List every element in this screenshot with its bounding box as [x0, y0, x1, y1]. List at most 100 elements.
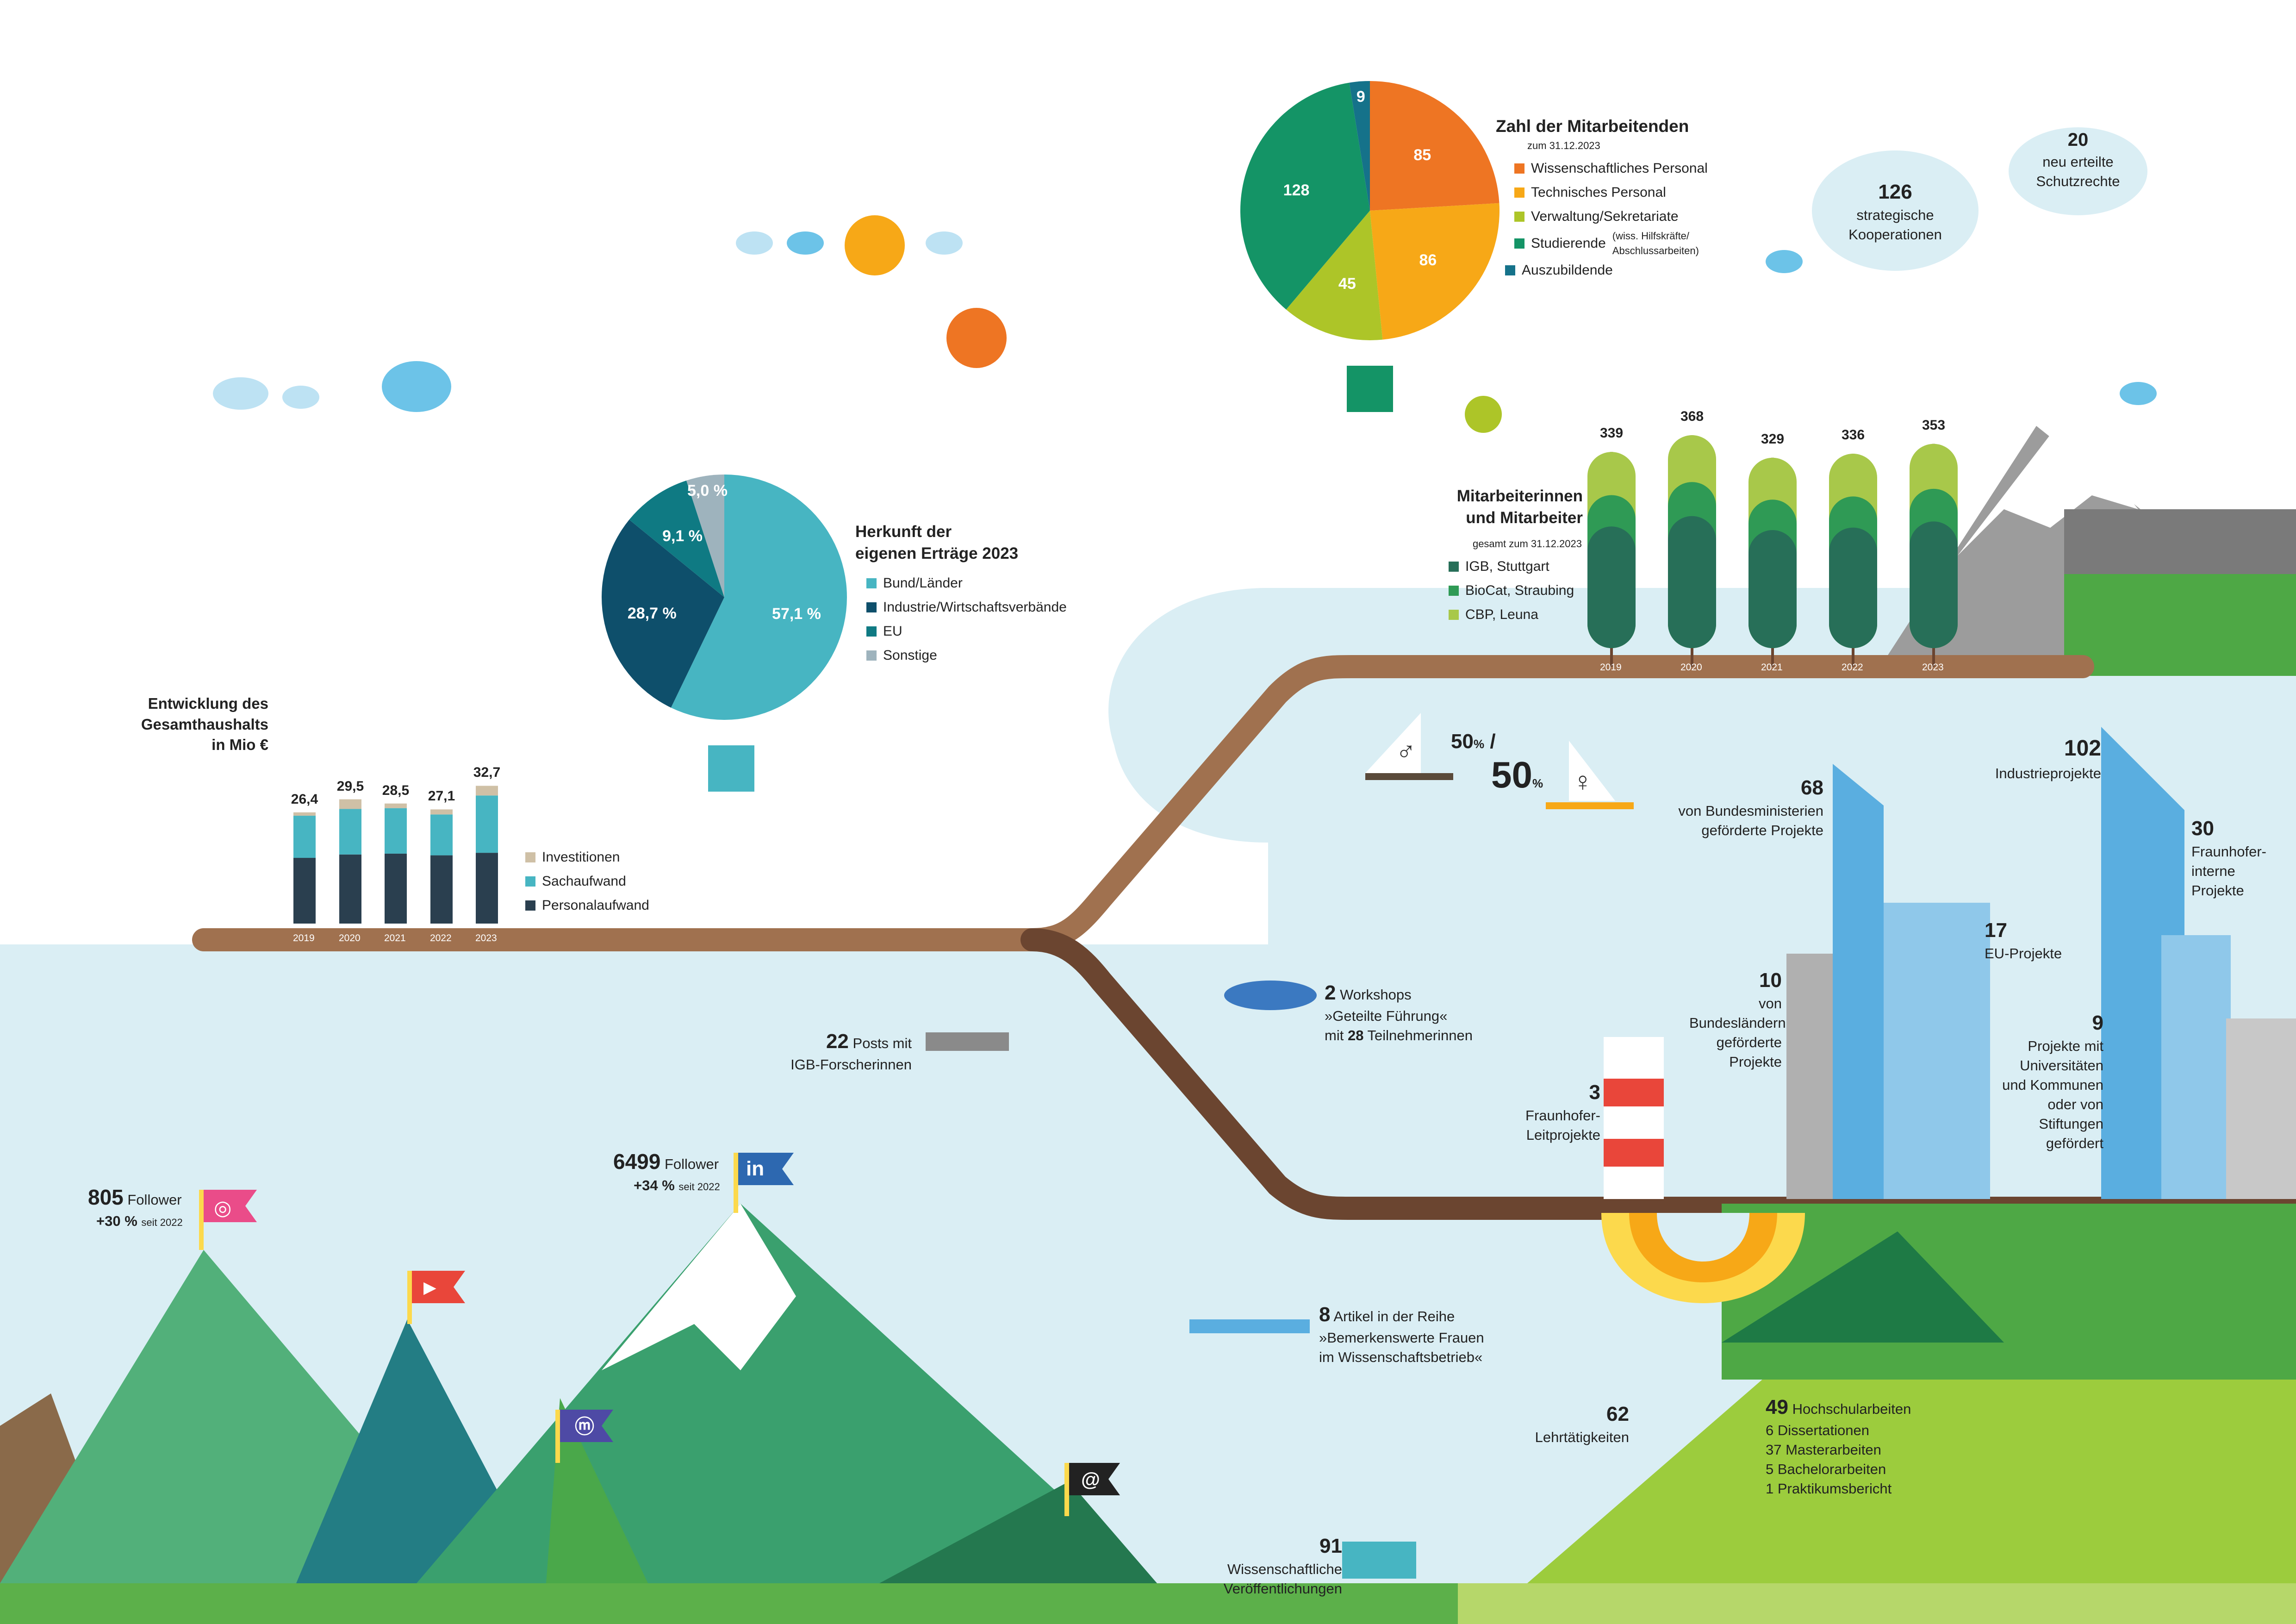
- tree-crown-2019-2: [1587, 526, 1636, 648]
- employee-tick-2021: 2021: [1761, 662, 1783, 673]
- legend-cbp-leuna: CBP, Leuna: [1449, 603, 1574, 627]
- sources-pie-slice-0: [671, 475, 847, 720]
- mountain-right: [1874, 417, 2296, 676]
- legend-swatch: [525, 900, 535, 911]
- employee-total-2023: 353: [1922, 417, 1946, 433]
- budget-bar-2020-2: [339, 799, 361, 809]
- employee-total-2019: 339: [1599, 425, 1624, 441]
- legend-swatch: [866, 650, 877, 661]
- stat-theses: 49 Hochschularbeiten 6 Dissertationen 37…: [1766, 1396, 1911, 1497]
- legend-swatch: [1514, 238, 1524, 249]
- staff-pie-slice-3: [1240, 82, 1370, 310]
- budget-bar-2022-0: [430, 855, 453, 924]
- budget-total-2023: 32,7: [473, 765, 501, 781]
- legend-industrie: Industrie/Wirtschaftsverbände: [866, 595, 1067, 619]
- legend-tech-personal: Technisches Personal: [1514, 181, 1708, 205]
- legend-swatch: [1514, 187, 1524, 198]
- budget-total-2021: 28,5: [382, 782, 410, 798]
- budget-bar-2021-0: [385, 853, 407, 924]
- staff-title: Zahl der Mitarbeitenden: [1496, 117, 1689, 136]
- legend-investitionen: Investitionen: [525, 845, 649, 869]
- budget-tick-2022: 2022: [430, 933, 452, 943]
- tree-crown-2020-2: [1668, 516, 1716, 648]
- legend-eu: EU: [866, 619, 1067, 643]
- budget-bar-2020-0: [339, 854, 361, 924]
- balloons: [708, 215, 1502, 792]
- linkedin-icon: in: [746, 1157, 765, 1180]
- budget-total-2020: 29,5: [336, 778, 364, 794]
- employee-tick-2023: 2023: [1922, 662, 1944, 673]
- stat-posts: 22 Posts mit IGB-Forscherinnen: [790, 1030, 912, 1073]
- female-symbol-icon: ♀: [1573, 767, 1593, 797]
- legend-verwaltung: Verwaltung/Sekretariate: [1514, 205, 1708, 229]
- male-symbol-icon: ♂: [1396, 737, 1416, 767]
- stat-publications: 91 Wissenschaftliche Veröffentlichungen: [1223, 1535, 1342, 1597]
- budget-bar-chart: [293, 786, 498, 924]
- stat-lead-projects: 3 Fraunhofer- Leitprojekte: [1525, 1081, 1600, 1143]
- budget-bar-2022-2: [430, 809, 453, 815]
- staff-pie-label-4: 9: [1356, 88, 1365, 106]
- legend-swatch: [1514, 163, 1524, 174]
- threads-icon: @: [1081, 1468, 1100, 1490]
- budget-bar-2020-1: [339, 809, 361, 855]
- staff-pie-slice-0: [1370, 81, 1500, 211]
- staff-pie-label-1: 86: [1419, 251, 1437, 269]
- legend-swatch: [1505, 265, 1515, 275]
- legend-swatch: [866, 626, 877, 637]
- sources-pie-label-3: 5,0 %: [687, 481, 728, 500]
- sources-title: Herkunft der eigenen Erträge 2023: [855, 523, 1019, 563]
- staff-legend: Wissenschaftliches Personal Technisches …: [1505, 156, 1708, 282]
- legend-bund-laender: Bund/Länder: [866, 571, 1067, 595]
- employee-total-2020: 368: [1680, 409, 1704, 424]
- legend-personalaufwand: Personalaufwand: [525, 893, 649, 918]
- budget-bar-2022-1: [430, 814, 453, 856]
- income-sources-pie-chart: [602, 475, 847, 720]
- clouds: [213, 127, 2157, 412]
- stat-gender-male: 50% /: [1451, 730, 1496, 753]
- staff-pie-slice-4: [1349, 81, 1370, 211]
- legend-swatch: [1449, 586, 1459, 596]
- budget-total-2019: 26,4: [291, 791, 318, 807]
- budget-bar-2021-1: [385, 808, 407, 854]
- employee-tick-2020: 2020: [1680, 662, 1702, 673]
- legend-igb-stuttgart: IGB, Stuttgart: [1449, 555, 1574, 579]
- employee-tick-2019: 2019: [1600, 662, 1622, 673]
- tree-crown-2022-2: [1829, 527, 1877, 648]
- sources-pie-slice-2: [629, 480, 724, 597]
- stat-state-projects: 10 von Bundesländern geförderte Projekte: [1689, 969, 1786, 1070]
- staff-pie-chart: [1240, 81, 1500, 341]
- budget-bar-2019-1: [293, 816, 316, 858]
- youtube-icon: ▶: [423, 1278, 436, 1297]
- employees-title: Mitarbeiterinnen und Mitarbeiter: [1456, 487, 1583, 527]
- legend-sonstige: Sonstige: [866, 643, 1067, 668]
- legend-swatch: [866, 578, 877, 588]
- stat-linkedin: 6499 Follower +34 % seit 2022: [613, 1149, 720, 1194]
- legend-auszubildende: Auszubildende: [1505, 258, 1708, 282]
- stat-university-projects: 9 Projekte mit Universitäten und Kommune…: [2002, 1012, 2103, 1151]
- sources-pie-slice-1: [602, 519, 724, 708]
- legend-swatch: [866, 602, 877, 612]
- staff-pie-slice-1: [1370, 203, 1500, 340]
- sources-pie-label-1: 28,7 %: [627, 604, 677, 622]
- stat-cooperations: 126 strategische Kooperationen: [1848, 181, 1942, 243]
- budget-bar-2023-0: [476, 853, 498, 924]
- sources-legend: Bund/Länder Industrie/Wirtschaftsverbänd…: [866, 571, 1067, 668]
- staff-pie-slice-2: [1286, 211, 1383, 341]
- budget-tick-2019: 2019: [293, 933, 315, 943]
- sources-pie-slice-3: [686, 475, 724, 597]
- stat-industry-projects: 102 Industrieprojekte: [1995, 736, 2101, 781]
- stat-articles: 8 Artikel in der Reihe »Bemerkenswerte F…: [1319, 1303, 1484, 1366]
- stat-patents: 20 neu erteilte Schutzrechte: [2036, 130, 2120, 189]
- employees-legend: IGB, Stuttgart BioCat, Straubing CBP, Le…: [1449, 555, 1574, 627]
- hills-right: [1458, 1204, 2296, 1624]
- budget-bar-2021-2: [385, 803, 407, 808]
- legend-swatch: [1449, 562, 1459, 572]
- sources-pie-label-0: 57,1 %: [772, 605, 821, 623]
- legend-biocat: BioCat, Straubing: [1449, 579, 1574, 603]
- staff-subtitle: zum 31.12.2023: [1527, 140, 1600, 151]
- staff-pie-label-0: 85: [1413, 146, 1431, 164]
- legend-swatch: [525, 876, 535, 887]
- staff-pie-label-2: 45: [1338, 275, 1356, 293]
- tree-crown-2021-2: [1748, 530, 1797, 648]
